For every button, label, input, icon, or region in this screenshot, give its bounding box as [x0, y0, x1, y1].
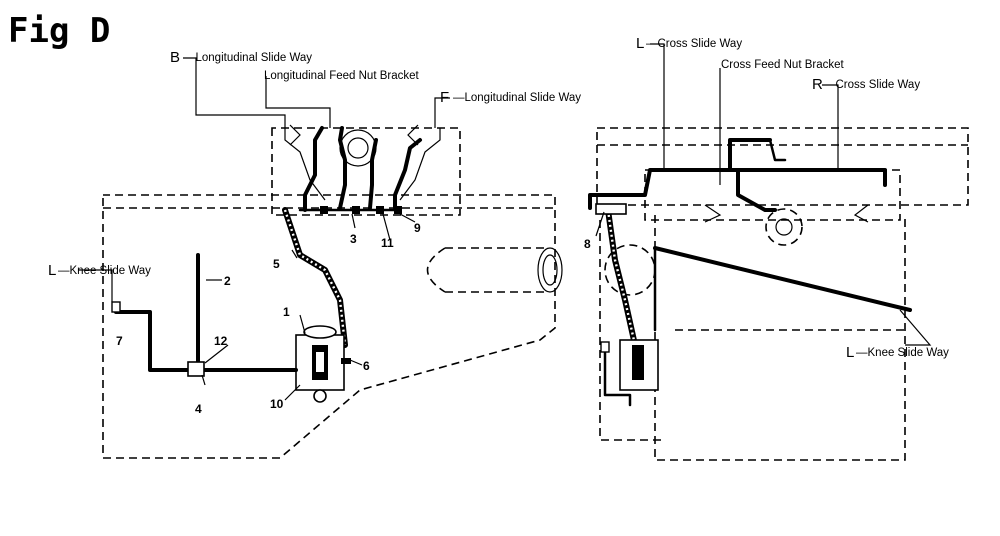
part-number-4: 4 [195, 402, 202, 416]
left-leaders [78, 57, 450, 401]
dovetail-left-2 [289, 124, 301, 146]
label-cross-l-letter: L [636, 35, 644, 52]
knee-nozzle [111, 301, 121, 313]
left-view [102, 124, 563, 459]
cross-screw-circle [765, 208, 803, 246]
knee-outline [102, 194, 556, 459]
fitting-b [352, 206, 360, 214]
label-knee2-letter: L [846, 344, 854, 361]
pipe-nut [338, 126, 347, 210]
fitting-c [376, 206, 384, 214]
dovetail-left [284, 128, 326, 201]
label-knee2-text: —Knee Slide Way [856, 347, 949, 359]
flexible-hose-5 [282, 207, 348, 348]
cylinder-body [426, 247, 548, 293]
figure-title: Fig D [8, 11, 110, 51]
dovetail-right-view-2 [853, 204, 869, 223]
dovetail-right-2 [407, 124, 419, 146]
knee-body-right [654, 215, 906, 461]
part-number-9: 9 [414, 221, 421, 235]
cylinder-end [537, 247, 563, 293]
right-leaders [595, 43, 932, 346]
label-b-text: —Longitudinal Slide Way [184, 52, 312, 64]
part-number-3: 3 [350, 232, 357, 246]
label-long-feed-nut: Longitudinal Feed Nut Bracket [264, 70, 420, 82]
right-view [588, 127, 969, 461]
pipe-cross-nut [736, 168, 777, 212]
table-outline [596, 127, 969, 206]
fitting-8 [595, 203, 627, 215]
lube-pump [295, 325, 351, 403]
part-number-12: 12 [214, 334, 228, 348]
dovetail-right [399, 128, 441, 201]
part-number-1: 1 [283, 305, 290, 319]
label-knee-text: —Knee Slide Way [58, 265, 151, 277]
pipe-knee-main [114, 306, 298, 372]
part-number-5: 5 [273, 257, 280, 271]
fitting-d [394, 206, 402, 214]
fitting-a [320, 206, 328, 214]
pipe-cross-nut-2 [768, 138, 787, 162]
tee-fitting [187, 361, 205, 377]
column-outline [599, 220, 665, 441]
dovetail-right-view-1 [704, 204, 722, 223]
part-number-10: 10 [270, 397, 284, 411]
label-cross-r-text: —Cross Slide Way [824, 79, 920, 91]
part-number-2: 2 [224, 274, 231, 288]
lube-pump-right [600, 339, 659, 407]
label-cross-r-letter: R [812, 76, 823, 93]
part-number-7: 7 [116, 334, 123, 348]
pipe-f-way [393, 138, 422, 210]
flexible-hose-right [605, 207, 638, 348]
pipe-cross-way-r [653, 168, 887, 187]
cross-screw-inner [775, 218, 793, 236]
pipe-knee-way-long [653, 246, 912, 312]
label-b-letter: B [170, 49, 180, 66]
cylinder-end-inner [542, 254, 558, 286]
pipe-cross-way-l [588, 138, 772, 210]
label-knee-letter: L [48, 262, 56, 279]
label-cross-l-text: —Cross Slide Way [646, 38, 742, 50]
label-cross-feed-nut: Cross Feed Nut Bracket [721, 59, 845, 71]
saddle-outline [271, 127, 461, 216]
pipe-b-way [303, 126, 324, 212]
part-number-11: 11 [381, 236, 394, 250]
label-f-text: —Longitudinal Slide Way [453, 92, 581, 104]
feed-screw-inner [347, 137, 369, 159]
pipe-nut-2 [368, 138, 378, 210]
part-number-8: 8 [584, 237, 591, 251]
label-f-letter: F [440, 89, 449, 106]
part-number-6: 6 [363, 359, 370, 373]
